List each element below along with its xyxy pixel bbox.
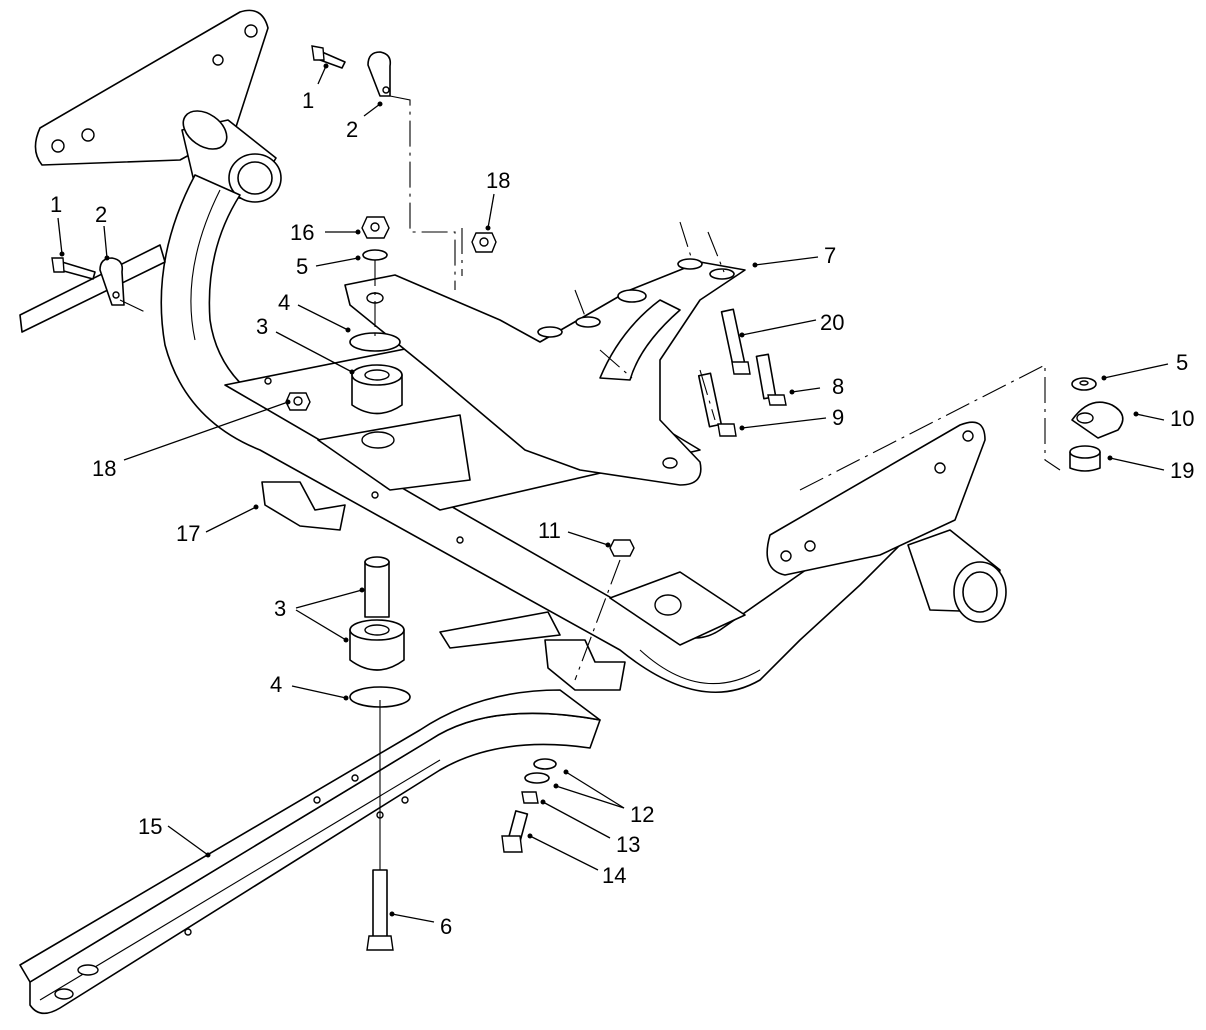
callout-16: 16 — [290, 220, 314, 245]
callout-4: 4 — [278, 290, 290, 315]
callout-14: 14 — [602, 863, 626, 888]
upper-bushing-stack — [349, 216, 403, 415]
cross-bar — [19, 244, 166, 333]
bolt-14 — [501, 810, 529, 853]
callout-12: 12 — [630, 802, 654, 827]
callout-2: 2 — [95, 202, 107, 227]
callout-13: 13 — [616, 832, 640, 857]
nut-13 — [521, 791, 539, 804]
callout-20: 20 — [820, 310, 844, 335]
callout-9: 9 — [832, 405, 844, 430]
callout-3: 3 — [274, 596, 286, 621]
clamp-2-left — [99, 257, 125, 306]
clamp-2-top — [367, 51, 392, 97]
nut-18-top — [471, 232, 497, 253]
washer-5-right — [1071, 377, 1097, 391]
callout-8: 8 — [832, 374, 844, 399]
nut-11 — [609, 539, 635, 557]
callout-18: 18 — [92, 456, 116, 481]
callout-4: 4 — [270, 672, 282, 697]
callout-7: 7 — [824, 243, 836, 268]
callout-18: 18 — [486, 168, 510, 193]
assembly-lines — [119, 95, 1061, 681]
lower-bushing-stack — [349, 556, 411, 951]
callout-1: 1 — [50, 192, 62, 217]
washers-12 — [524, 758, 557, 784]
bushing-3-lower — [349, 619, 405, 671]
clamp-10 — [1071, 401, 1124, 439]
spacer-19 — [1069, 445, 1101, 472]
left-small-bracket — [261, 481, 346, 531]
callout-5: 5 — [296, 254, 308, 279]
callout-6: 6 — [440, 914, 452, 939]
nut-16 — [361, 216, 390, 239]
callout-1: 1 — [302, 88, 314, 113]
callout-3: 3 — [256, 314, 268, 339]
bolt-6 — [366, 869, 394, 951]
bolt-20 — [720, 308, 751, 375]
callout-11: 11 — [538, 518, 561, 543]
upper-bracket — [344, 258, 746, 486]
bolt-1-left — [51, 257, 96, 280]
bushing-3-upper — [351, 364, 403, 415]
bottom-rail — [19, 689, 601, 1015]
mid-small-bracket — [439, 611, 626, 691]
callout-19: 19 — [1170, 458, 1194, 483]
bolt-1-top — [311, 45, 346, 69]
callout-labels: 1 2 1 2 18 16 5 4 3 18 7 20 8 9 5 10 19 … — [50, 88, 1194, 939]
callout-leaders — [57, 63, 1169, 923]
bolt-8 — [755, 353, 787, 406]
callout-2: 2 — [346, 117, 358, 142]
callout-5: 5 — [1176, 350, 1188, 375]
callout-10: 10 — [1170, 406, 1194, 431]
right-mount-tube — [907, 529, 1007, 623]
right-mount-plate — [766, 421, 986, 576]
bolt-9 — [697, 372, 737, 437]
callout-15: 15 — [138, 814, 162, 839]
spacer-3 — [364, 556, 390, 618]
washer-5-upper — [362, 249, 388, 261]
callout-17: 17 — [176, 521, 200, 546]
